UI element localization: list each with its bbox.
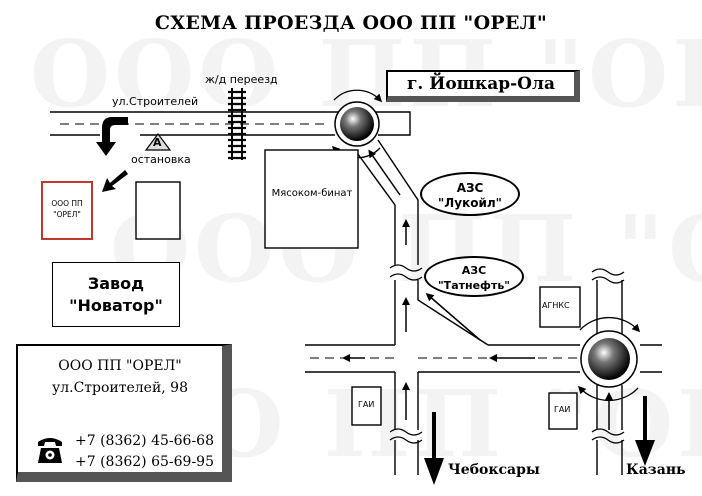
contact-company-name: ООО ПП "ОРЕЛ"	[58, 358, 182, 374]
cheboksary-label: Чебоксары	[448, 462, 540, 478]
cheboksary-arrow	[424, 412, 444, 485]
watermark-row-2: ООО ПП "ОРЕЛ"	[110, 195, 702, 303]
azs-tatneft-label: АЗС "Татнефть"	[437, 264, 511, 292]
roundabout-north	[331, 89, 383, 159]
agnks-label: АГНКС	[542, 301, 570, 310]
bus-stop-label: остановка	[131, 153, 191, 166]
road-breaks	[389, 264, 625, 444]
company-building	[41, 181, 93, 240]
contact-phone-2[interactable]: +7 (8362) 65-69-95	[75, 454, 214, 470]
diagonal-road-west-edge	[354, 149, 396, 265]
route-arrows	[342, 149, 613, 430]
factory-label: Завод "Новатор"	[69, 273, 163, 315]
gai-left-building	[351, 386, 382, 426]
contact-phone-1[interactable]: +7 (8362) 45-66-68	[75, 433, 214, 449]
map-title: СХЕМА ПРОЕЗДА ООО ПП "ОРЕЛ"	[154, 12, 548, 34]
agnks-building	[539, 286, 581, 328]
city-box: г. Йошкар-Ола	[386, 70, 580, 102]
pointer-arrow	[102, 170, 128, 192]
contact-address: ул.Строителей, 98	[51, 380, 188, 396]
diagonal-road-east-edge	[377, 139, 419, 265]
roundabout-south	[577, 316, 641, 402]
azs-lukoil-label: АЗС "Лукойл"	[438, 181, 502, 210]
rail-crossing-label: ж/д переезд	[205, 73, 278, 86]
azs-lukoil-oval: АЗС "Лукойл"	[420, 172, 520, 216]
gai-right-building	[548, 392, 578, 430]
road-edges	[50, 111, 662, 475]
telephone-icon	[38, 438, 62, 463]
bus-stop-sign	[144, 133, 172, 151]
gai-right-label: ГАИ	[554, 405, 571, 414]
gai-left-label: ГАИ	[358, 400, 375, 409]
factory-box: Завод "Новатор"	[52, 262, 180, 327]
meat-plant-label: Мясоком-бинат	[271, 188, 353, 199]
kazan-label: Казань	[626, 462, 686, 478]
city-label: г. Йошкар-Ола	[407, 74, 555, 94]
contact-card: ООО ПП "ОРЕЛ" ул.Строителей, 98 +7 (8362…	[16, 344, 232, 482]
turn-arrow	[96, 117, 128, 156]
kazan-arrow	[635, 396, 655, 466]
building-unnamed	[135, 181, 181, 240]
street-label: ул.Строителей	[112, 95, 199, 108]
bus-stop-letter: А	[153, 136, 162, 149]
azs-tatneft-oval: АЗС "Татнефть"	[424, 256, 524, 297]
railway-crossing	[228, 88, 246, 160]
company-building-label: ООО ПП "ОРЕЛ"	[51, 199, 83, 219]
meat-plant-building	[264, 149, 359, 249]
